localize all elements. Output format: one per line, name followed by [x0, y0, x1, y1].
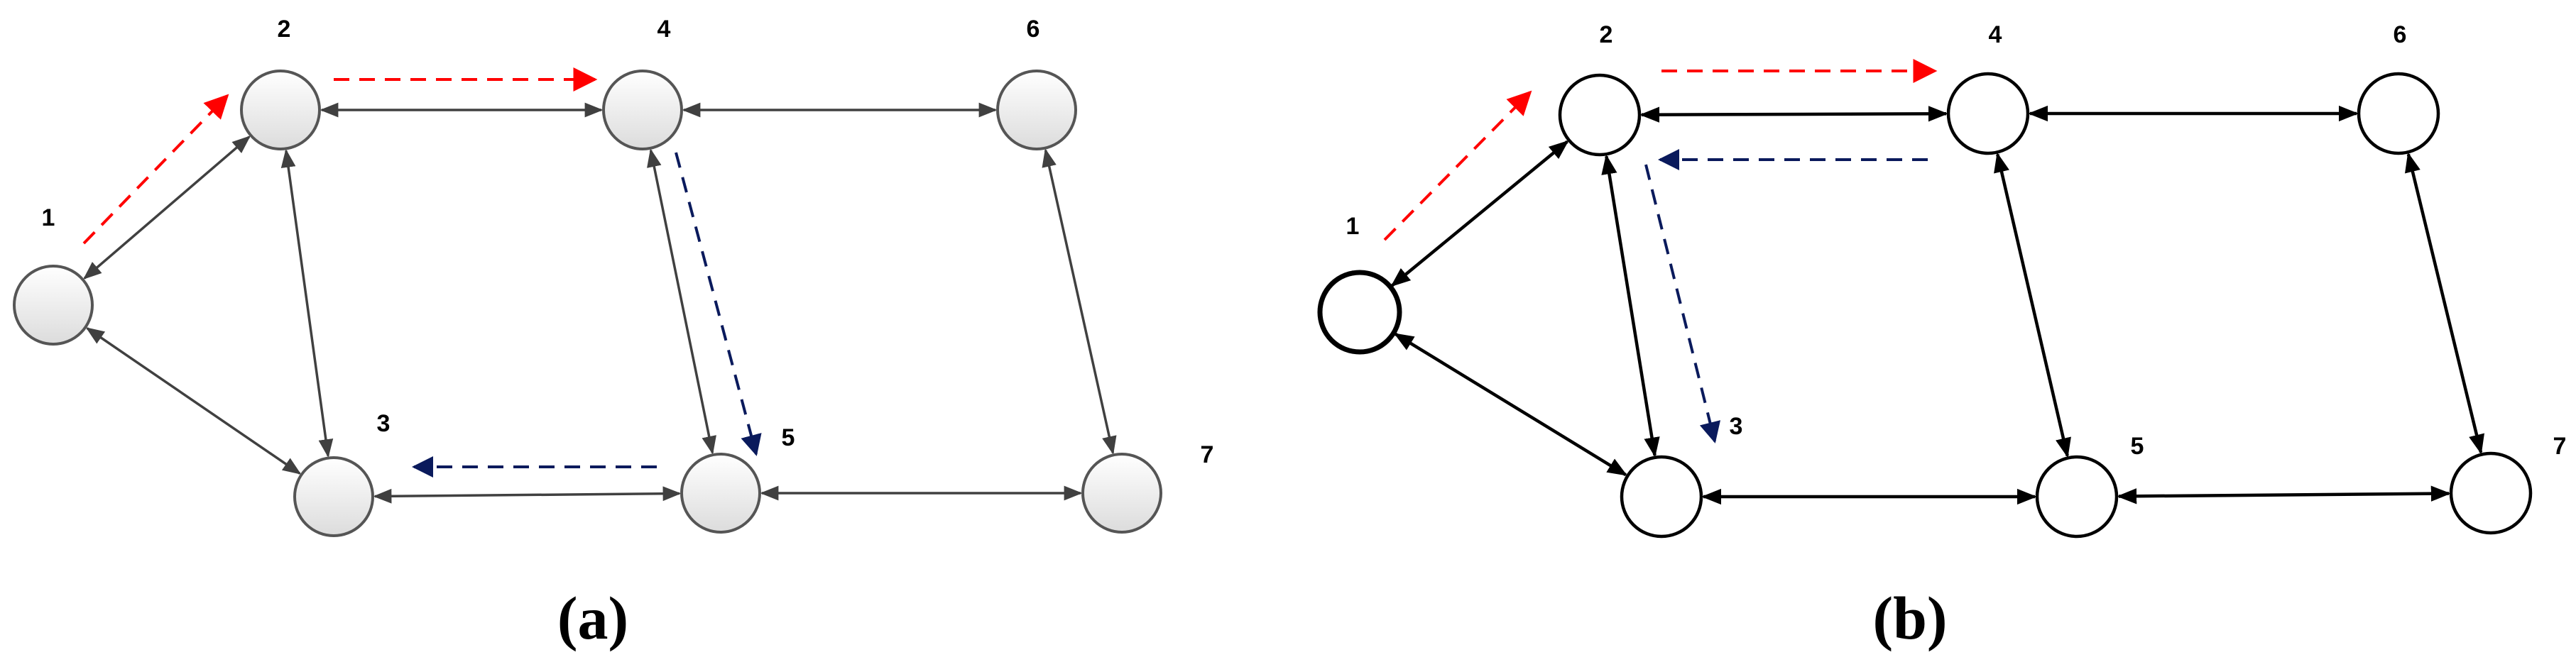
panel-a-edge-2-3: [280, 148, 334, 458]
panel-a-node-2: [240, 70, 321, 150]
panel-a: 1 2 3 4 5 6 7: [13, 16, 1214, 537]
panel-b-node-2-label: 2: [1600, 21, 1613, 48]
panel-a-caption: (a): [557, 584, 628, 652]
panel-b-node-4-label: 4: [1989, 21, 2002, 48]
panel-a-edge-1-3: [85, 327, 302, 475]
panel-a-blue-path-arrow-1: [675, 152, 762, 456]
panel-a-node-4-label: 4: [657, 16, 671, 43]
panel-a-node-3-label: 3: [377, 410, 391, 437]
panel-b-node-5: [2035, 455, 2119, 539]
panel-b-node-5-label: 5: [2131, 433, 2144, 460]
panel-b-edge-2-3: [1601, 154, 1660, 458]
panel-b-edge-6-7: [2404, 152, 2485, 455]
panel-b-node-7: [2449, 451, 2533, 535]
panel-b-node-1-label: 1: [1346, 213, 1360, 240]
panel-b-edge-5-7: [2117, 485, 2451, 504]
panel-b-edge-4-5: [1994, 152, 2071, 458]
panel-a-node-2-label: 2: [278, 16, 291, 43]
panel-a-edge-6-7: [1042, 148, 1117, 455]
panel-a-edge-4-5: [647, 148, 716, 455]
panel-b-node-7-label: 7: [2553, 433, 2567, 460]
panel-b-node-6: [2357, 72, 2440, 155]
panel-a-node-7: [1081, 453, 1162, 534]
panel-a-edge-1-2: [83, 136, 251, 280]
panel-a-node-3: [293, 456, 374, 537]
panel-a-node-4: [602, 70, 683, 150]
panel-b: 1 2 3 4 5 6 7: [1317, 21, 2567, 539]
panel-a-red-path-arrow-1: [82, 94, 229, 245]
panel-b-node-3: [1620, 455, 1703, 539]
panel-b-edge-2-4: [1639, 106, 1948, 123]
panel-b-node-4: [1946, 72, 2030, 155]
panel-a-node-7-label: 7: [1201, 441, 1214, 468]
panel-a-node-5: [680, 453, 761, 534]
panel-a-node-6: [996, 70, 1077, 150]
panel-a-edge-3-5: [373, 486, 682, 504]
panel-b-node-2: [1558, 73, 1642, 157]
panel-a-node-5-label: 5: [782, 424, 795, 451]
panel-b-edge-1-2: [1390, 140, 1569, 287]
panel-a-node-6-label: 6: [1027, 16, 1040, 43]
panel-b-node-6-label: 6: [2394, 21, 2407, 48]
panel-b-blue-path-arrow-2: [1644, 164, 1721, 443]
panel-b-node-3-label: 3: [1730, 413, 1743, 440]
panel-b-caption: (b): [1872, 584, 1947, 652]
panel-a-node-1: [13, 265, 94, 346]
panel-b-red-path-arrow-1: [1383, 90, 1532, 241]
panel-a-node-1-label: 1: [42, 204, 55, 231]
panel-b-node-1: [1317, 270, 1402, 355]
panel-b-edge-1-3: [1393, 332, 1628, 477]
